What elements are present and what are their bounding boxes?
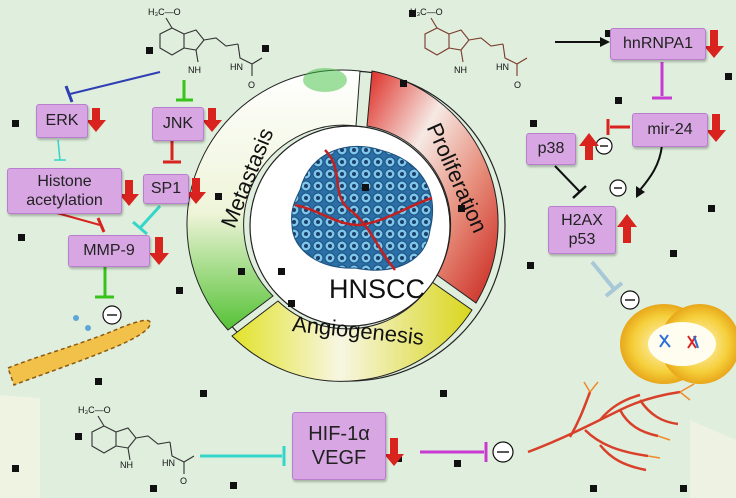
- mmp9-box: MMP-9: [68, 235, 150, 267]
- amide-label-top-left: HN: [230, 62, 243, 72]
- regulation-arrows: [86, 30, 726, 466]
- down-arrow-erk: [86, 108, 106, 132]
- amide-label-top-right: HN: [496, 62, 509, 72]
- metastasis-accent: [303, 68, 347, 92]
- nh-label-bottom: NH: [120, 460, 133, 470]
- vessel-network-fine: [583, 381, 695, 459]
- blood-vessel: [7, 319, 151, 386]
- mir24-box: mir-24: [632, 113, 708, 147]
- nh-label-top-left: NH: [188, 65, 201, 75]
- down-arrow-jnk: [202, 108, 222, 132]
- carbonyl-label-top-left: O: [248, 80, 256, 90]
- sp1-box: SP1: [143, 174, 189, 204]
- inhibit-bar-mmp9: [132, 220, 148, 236]
- melatonin-molecule-top-left: [159, 17, 263, 76]
- down-arrow-histone: [119, 180, 139, 206]
- hif-label-line2: VEGF: [311, 447, 367, 469]
- migrating-cell: [85, 325, 91, 331]
- up-arrow-p38: [579, 133, 599, 160]
- carbonyl-label-top-right: O: [514, 80, 522, 90]
- inhibit-line-histone: [57, 139, 61, 161]
- inhibit-bar-p38-h2ax: [572, 185, 587, 199]
- corner-shade-left: [0, 395, 40, 498]
- dividing-cell-core: [648, 322, 716, 366]
- inhibit-bar-erk: [64, 85, 74, 103]
- carbonyl-label-bottom: O: [180, 476, 188, 486]
- arrow-line-h2ax: [639, 144, 663, 191]
- h2ax-label-line2: p53: [568, 231, 596, 248]
- mmp9-label: MMP-9: [83, 242, 135, 260]
- center-label: HNSCC: [328, 274, 425, 304]
- histone-label-line2: acetylation: [26, 192, 103, 209]
- down-arrow-mir24: [706, 114, 726, 142]
- inhibit-line-mitosis: [590, 260, 617, 292]
- arrow-head-hnrnpa1: [600, 37, 610, 47]
- jnk-box: JNK: [152, 107, 204, 141]
- chromosome-blue: [659, 334, 671, 348]
- inhibit-line-erk: [69, 71, 161, 95]
- methoxy-label-bottom: H₃C—O: [78, 405, 111, 415]
- angiogenesis-sector: [231, 281, 473, 382]
- metastasis-sector: [186, 69, 361, 331]
- histone-box: Histone acetylation: [7, 168, 122, 214]
- hnrnpa1-label: hnRNPA1: [623, 35, 693, 53]
- mir24-label: mir-24: [647, 121, 693, 139]
- methoxy-label-top-left: H₃C—O: [148, 7, 181, 17]
- p38-label: p38: [537, 140, 565, 158]
- methoxy-label-top-right: H₃C—O: [410, 7, 443, 17]
- nh-label-top-right: NH: [454, 65, 467, 75]
- down-arrow-mmp9: [149, 237, 169, 265]
- histone-label-line1: Histone: [37, 172, 92, 190]
- inhibit-line-mmp9: [138, 204, 162, 230]
- vessel-network: [527, 390, 681, 472]
- migrating-cell: [73, 315, 79, 321]
- melatonin-molecule-bottom: [91, 415, 195, 474]
- tumor-cluster: [291, 145, 434, 271]
- up-arrow-h2ax: [617, 214, 637, 243]
- melatonin-molecule-top-right: [424, 17, 528, 76]
- inhibit-bar-histone-mmp9: [96, 217, 106, 233]
- down-arrow-hnrnpa1: [704, 30, 724, 58]
- corner-shade-right: [690, 420, 736, 498]
- inhibit-bar-mitosis: [604, 281, 624, 298]
- h2ax-box: H2AX p53: [548, 206, 616, 254]
- hnrnpa1-box: hnRNPA1: [610, 28, 706, 60]
- sp1-label: SP1: [150, 180, 182, 198]
- p38-box: p38: [526, 133, 576, 165]
- inhibit-line-p38-h2ax: [554, 165, 581, 193]
- tumor-vessel-2: [294, 196, 433, 227]
- proliferation-sector: [366, 70, 499, 304]
- jnk-label: JNK: [162, 115, 194, 133]
- erk-box: ERK: [36, 104, 88, 138]
- down-arrow-hif: [384, 438, 404, 466]
- h2ax-label-line1: H2AX: [561, 211, 603, 229]
- erk-label: ERK: [45, 112, 79, 130]
- arrow-head-h2ax: [636, 186, 645, 198]
- hif-box: HIF-1α VEGF: [292, 412, 386, 480]
- tumor-vessel-1: [324, 149, 396, 271]
- hif-label-line1: HIF-1α: [308, 423, 370, 445]
- chromosome-blue-2: [693, 335, 699, 349]
- down-arrow-sp1: [186, 178, 206, 204]
- amide-label-bottom: HN: [162, 458, 175, 468]
